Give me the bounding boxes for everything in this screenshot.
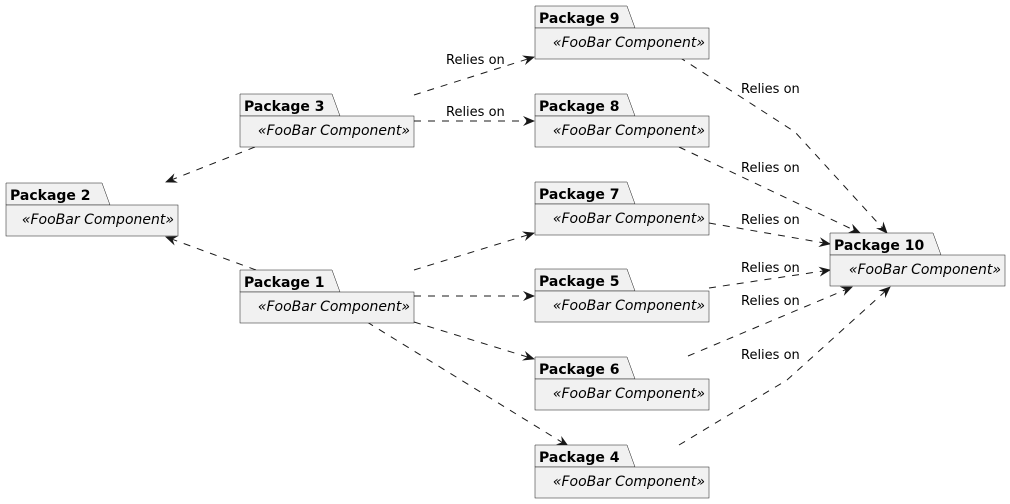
edge-label-package-3-to-package-9: Relies on (446, 53, 505, 68)
package-body (534, 290, 710, 323)
package-name: Package 6 (539, 362, 620, 378)
edge-package-1-to-package-7 (413, 231, 535, 271)
package-body (534, 203, 710, 236)
package-stereotype: «FooBar Component» (258, 123, 410, 139)
package-package-1[interactable]: Package 1 «FooBar Component» (239, 269, 415, 324)
edge-package-6-to-package-10 (687, 286, 853, 357)
package-package-9[interactable]: Package 9 «FooBar Component» (534, 5, 710, 60)
edge-label-package-7-to-package-10: Relies on (741, 213, 800, 228)
package-package-10[interactable]: Package 10 «FooBar Component» (829, 232, 1006, 287)
package-name: Package 4 (539, 450, 620, 466)
package-package-2[interactable]: Package 2 «FooBar Component» (5, 182, 179, 237)
package-name: Package 5 (539, 274, 620, 290)
edge-label-package-8-to-package-10: Relies on (741, 161, 800, 176)
package-package-3[interactable]: Package 3 «FooBar Component» (239, 93, 415, 148)
edge-package-1-to-package-6 (413, 321, 535, 361)
package-package-6[interactable]: Package 6 «FooBar Component» (534, 356, 710, 411)
package-package-5[interactable]: Package 5 «FooBar Component» (534, 268, 710, 323)
package-stereotype: «FooBar Component» (22, 212, 174, 228)
package-name: Package 10 (834, 238, 925, 254)
edge-package-9-to-package-10 (678, 56, 888, 234)
edge-labels: Relies on Relies on Relies on Relies on Reli… (446, 53, 800, 363)
package-name: Package 2 (10, 188, 91, 204)
edge-package-5-to-package-10 (708, 266, 831, 289)
edge-package-1-to-package-4 (366, 321, 569, 447)
package-body (534, 378, 710, 411)
package-body (534, 115, 710, 148)
packages: Package 2 «FooBar Component» Package 3 «Foo… (5, 5, 1006, 499)
package-name: Package 7 (539, 187, 620, 203)
edge-package-8-to-package-10 (678, 146, 861, 234)
package-stereotype: «FooBar Component» (553, 298, 705, 314)
package-body (239, 115, 415, 148)
edge-package-4-to-package-10 (678, 286, 891, 446)
package-body (534, 27, 710, 60)
package-name: Package 1 (244, 275, 325, 291)
package-stereotype: «FooBar Component» (553, 211, 705, 227)
package-name: Package 3 (244, 99, 325, 115)
package-stereotype: «FooBar Component» (553, 386, 705, 402)
package-body (239, 291, 415, 324)
edge-package-7-to-package-10 (708, 222, 831, 248)
edge-label-package-9-to-package-10: Relies on (741, 82, 800, 97)
package-name: Package 9 (539, 11, 620, 27)
package-body (829, 254, 1006, 287)
package-package-4[interactable]: Package 4 «FooBar Component» (534, 444, 710, 499)
package-package-7[interactable]: Package 7 «FooBar Component» (534, 181, 710, 236)
edge-label-package-4-to-package-10: Relies on (741, 348, 800, 363)
package-body (534, 466, 710, 499)
edge-label-package-5-to-package-10: Relies on (741, 261, 800, 276)
package-name: Package 8 (539, 99, 620, 115)
dependency-edges (165, 55, 891, 447)
package-stereotype: «FooBar Component» (258, 299, 410, 315)
edge-package-3-to-package-9 (413, 55, 535, 96)
package-stereotype: «FooBar Component» (553, 474, 705, 490)
package-package-8[interactable]: Package 8 «FooBar Component» (534, 93, 710, 148)
package-stereotype: «FooBar Component» (553, 35, 705, 51)
package-stereotype: «FooBar Component» (849, 262, 1001, 278)
edge-label-package-6-to-package-10: Relies on (741, 294, 800, 309)
edge-label-package-3-to-package-8: Relies on (446, 105, 505, 120)
edge-package-1-to-package-2 (165, 236, 257, 271)
package-stereotype: «FooBar Component» (553, 123, 705, 139)
package-body (5, 204, 179, 237)
edge-package-3-to-package-2 (165, 146, 256, 183)
